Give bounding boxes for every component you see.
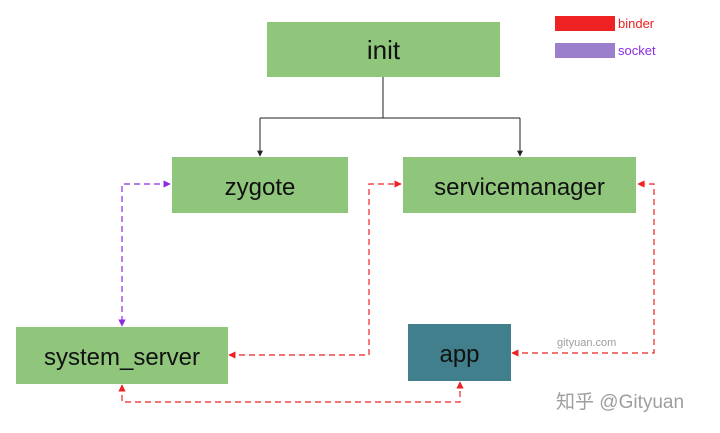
legend-socket-swatch [555, 43, 615, 58]
legend-socket-label: socket [618, 43, 656, 58]
socket-link-zygote-system-server [118, 180, 171, 327]
system-server-box [16, 327, 228, 384]
zygote-box [172, 157, 348, 213]
node-zygote: zygote [172, 157, 348, 213]
legend-binder-label: binder [618, 16, 655, 31]
node-system-server: system_server [16, 327, 228, 384]
binder-link-app-servicemanager [511, 180, 655, 357]
init-box [267, 22, 500, 77]
zygote-label: zygote [225, 174, 296, 201]
servicemanager-box [403, 157, 636, 213]
servicemanager-label: servicemanager [434, 174, 605, 201]
binder-link-system-server-app [118, 381, 464, 403]
app-box [408, 324, 511, 381]
system-server-label: system_server [44, 344, 200, 371]
legend: binder socket [555, 16, 656, 58]
node-servicemanager: servicemanager [403, 157, 636, 213]
node-app: app [408, 324, 511, 381]
app-label: app [439, 341, 479, 368]
site-watermark: gityuan.com [557, 337, 616, 349]
zhihu-watermark: 知乎 @Gityuan [556, 391, 684, 413]
legend-binder-swatch [555, 16, 615, 31]
node-init: init [267, 22, 500, 77]
binder-link-system-server-servicemanager [228, 180, 402, 359]
init-label: init [367, 35, 401, 65]
init-connectors [257, 77, 523, 157]
